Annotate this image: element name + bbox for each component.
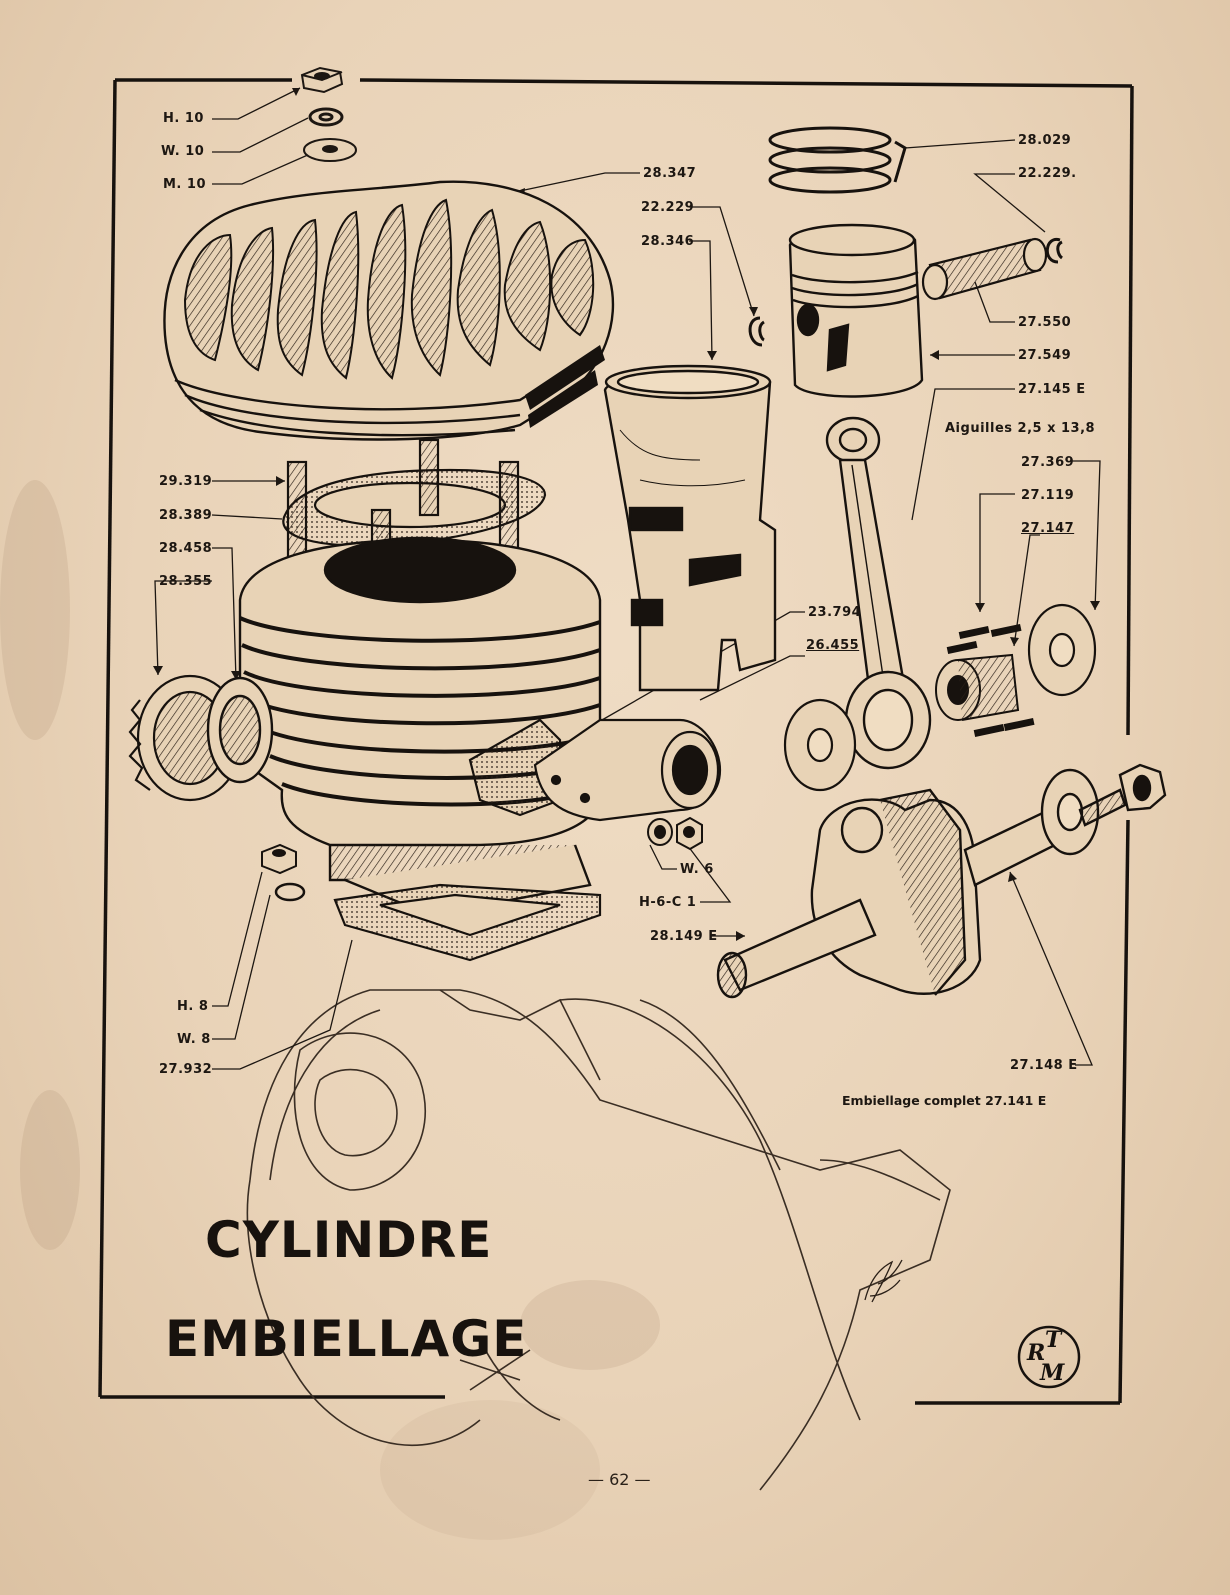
caption-embiellage-complet: Embiellage complet 27.141 E bbox=[842, 1093, 1047, 1108]
label-22229-right: 22.229. bbox=[1018, 166, 1077, 181]
label-27369: 27.369 bbox=[1021, 455, 1075, 470]
label-28347: 28.347 bbox=[643, 166, 697, 181]
label-28458: 28.458 bbox=[159, 541, 213, 556]
label-22229-left: 22.229 bbox=[641, 200, 695, 215]
label-27550: 27.550 bbox=[1018, 315, 1072, 330]
circlip-22229-left bbox=[748, 316, 765, 347]
piston-rings bbox=[768, 126, 907, 194]
crankcase-outline bbox=[246, 989, 951, 1491]
label-h6c1: H-6-C 1 bbox=[639, 895, 697, 910]
label-28029: 28.029 bbox=[1018, 133, 1072, 148]
label-27119: 27.119 bbox=[1021, 488, 1075, 503]
label-h10: H. 10 bbox=[163, 111, 204, 126]
nut-h8 bbox=[261, 843, 297, 875]
artist-signature bbox=[864, 1259, 903, 1303]
inlet-manifold bbox=[468, 718, 722, 822]
thrust-washer-27369 bbox=[1027, 603, 1097, 697]
label-26455: 26.455 bbox=[806, 638, 860, 653]
rmt-logo-r: R bbox=[1026, 1340, 1045, 1366]
label-27148: 27.148 E bbox=[1010, 1058, 1078, 1073]
paper-stain bbox=[20, 1090, 80, 1250]
nut-h6c1 bbox=[676, 816, 703, 851]
label-27145: 27.145 E bbox=[1018, 382, 1086, 397]
title-embiellage: EMBIELLAGE bbox=[165, 1310, 528, 1368]
connecting-rod bbox=[825, 416, 932, 770]
label-28355: 28.355 bbox=[159, 574, 213, 589]
washer-w6 bbox=[647, 818, 673, 846]
rmt-logo bbox=[1017, 1325, 1081, 1389]
page-number: — 62 — bbox=[588, 1470, 651, 1489]
label-aiguilles: Aiguilles 2,5 x 13,8 bbox=[945, 421, 1096, 436]
paper-stain bbox=[380, 1400, 600, 1540]
thrust-washer-left bbox=[783, 698, 857, 792]
label-27147: 27.147 bbox=[1021, 521, 1075, 536]
border-frame bbox=[98, 78, 1134, 1405]
label-27549: 27.549 bbox=[1018, 348, 1072, 363]
base-gasket bbox=[333, 883, 602, 962]
label-28346: 28.346 bbox=[641, 234, 695, 249]
label-27932: 27.932 bbox=[159, 1062, 213, 1077]
gudgeon-pin bbox=[921, 237, 1048, 301]
crankshaft bbox=[716, 763, 1167, 999]
piston bbox=[788, 223, 924, 398]
label-w6: W. 6 bbox=[680, 862, 714, 877]
leader-lines bbox=[154, 87, 1101, 1070]
cylinder-head bbox=[163, 180, 615, 441]
label-28389: 28.389 bbox=[159, 508, 213, 523]
rmt-logo-m: M bbox=[1039, 1360, 1065, 1386]
rmt-logo-t: T bbox=[1045, 1327, 1063, 1353]
paper-stain bbox=[520, 1280, 660, 1370]
label-23794: 23.794 bbox=[808, 605, 862, 620]
cylinder-liner bbox=[603, 364, 777, 692]
label-m10: M. 10 bbox=[163, 177, 206, 192]
label-h8: H. 8 bbox=[177, 999, 209, 1014]
label-w10: W. 10 bbox=[161, 144, 205, 159]
label-28149: 28.149 E bbox=[650, 929, 718, 944]
washer-w10 bbox=[308, 107, 344, 127]
title-cylindre: CYLINDRE bbox=[205, 1211, 493, 1269]
washer-m10 bbox=[303, 138, 357, 162]
nut-h10 bbox=[300, 66, 344, 94]
collar-28458 bbox=[206, 676, 274, 784]
paper-stain bbox=[0, 480, 70, 740]
label-w8: W. 8 bbox=[177, 1032, 211, 1047]
circlip-22229-right bbox=[1045, 238, 1064, 264]
label-29319: 29.319 bbox=[159, 474, 213, 489]
washer-w8 bbox=[274, 882, 306, 902]
head-gasket bbox=[282, 468, 547, 547]
needle-bearing bbox=[935, 623, 1035, 738]
